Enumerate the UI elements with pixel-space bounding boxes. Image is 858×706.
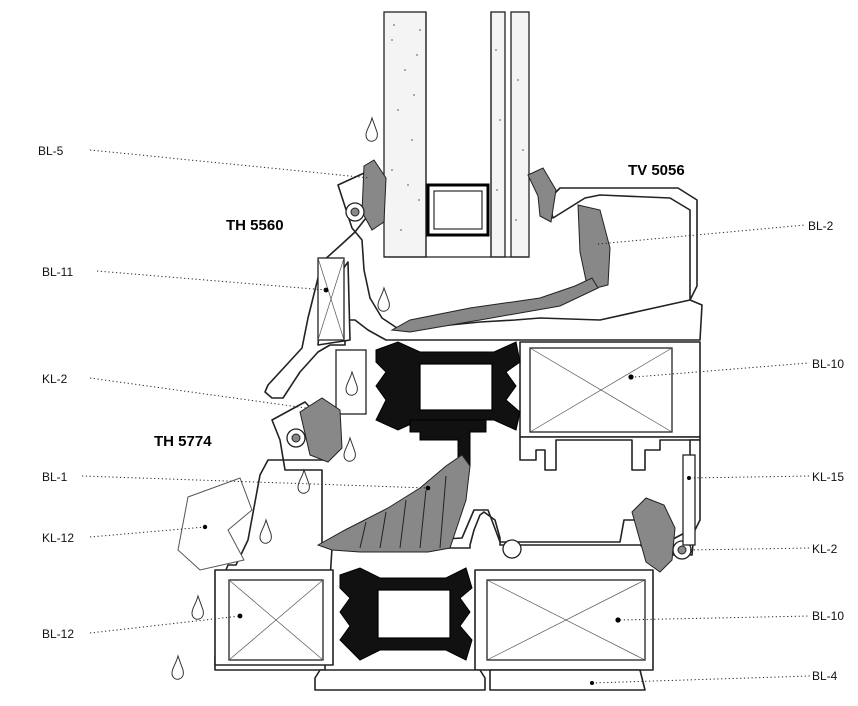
label-bl-12: BL-12 [42,627,74,641]
label-kl-12: KL-12 [42,531,74,545]
label-bl-2: BL-2 [808,219,834,233]
label-bl-4: BL-4 [812,669,838,683]
label-kl-2-left: KL-2 [42,372,68,386]
label-bl-10-upper: BL-10 [812,357,844,371]
label-bl-10-lower: BL-10 [812,609,844,623]
label-kl-2-right: KL-2 [812,542,838,556]
label-bl-11: BL-11 [42,265,73,279]
frame-profile [177,397,701,691]
glass-speckle [391,24,524,231]
thermal-break-upper [375,341,521,467]
leader-lines [81,149,811,684]
sash-profile [264,159,703,471]
glass-unit [383,11,530,258]
label-bl-1: BL-1 [42,470,68,484]
code-tv-5056: TV 5056 [628,162,685,179]
label-kl-15: KL-15 [812,470,844,484]
thermal-break-lower [339,567,473,661]
code-th-5774: TH 5774 [154,433,212,450]
code-th-5560: TH 5560 [226,217,284,234]
label-bl-5: BL-5 [38,144,64,158]
water-drop-icons [171,116,390,680]
